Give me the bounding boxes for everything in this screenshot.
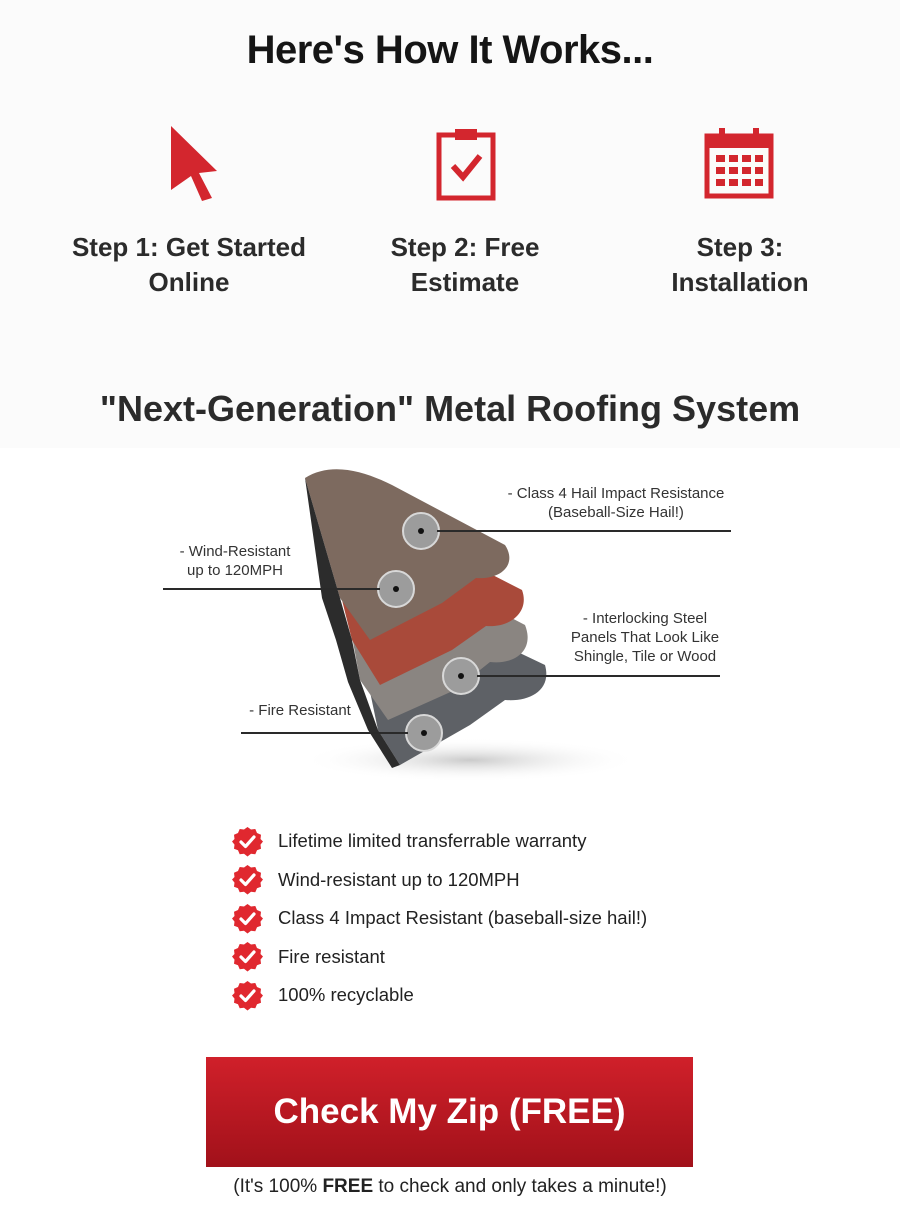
benefit-text: 100% recyclable <box>278 984 414 1006</box>
how-it-works-title: Here's How It Works... <box>246 28 654 72</box>
benefit-text: Class 4 Impact Resistant (baseball-size … <box>278 907 648 929</box>
callout-fire-resistant: - Fire Resistant <box>249 702 351 719</box>
list-item: 100% recyclable <box>232 976 647 1015</box>
check-circle-icon <box>232 980 263 1011</box>
callout-interlocking-panels: - Interlocking Steel Panels That Look Li… <box>570 610 720 665</box>
check-circle-icon <box>232 942 263 972</box>
roofing-layers-illustration <box>163 469 731 782</box>
step-1-label: Step 1: Get Started Online <box>71 232 307 297</box>
cta-note: (It's 100% FREE to check and only takes … <box>233 1176 667 1197</box>
list-item: Wind-resistant up to 120MPH <box>232 861 647 900</box>
roofing-system-title: "Next-Generation" Metal Roofing System <box>99 388 801 429</box>
callout-hail-resistance: - Class 4 Hail Impact Resistance (Baseba… <box>507 485 725 521</box>
calendar-icon <box>704 128 774 199</box>
list-item: Lifetime limited transferrable warranty <box>232 822 647 861</box>
check-circle-icon <box>232 865 263 895</box>
cursor-arrow-icon <box>171 126 217 201</box>
callout-wind-resistant: - Wind-Resistant up to 120MPH <box>179 543 291 579</box>
how-it-works-section <box>0 0 900 448</box>
step-2-label: Step 2: Free Estimate <box>390 232 540 297</box>
list-item: Fire resistant <box>232 938 647 977</box>
list-item: Class 4 Impact Resistant (baseball-size … <box>232 899 647 938</box>
benefit-text: Lifetime limited transferrable warranty <box>278 830 587 852</box>
benefit-text: Fire resistant <box>278 945 385 967</box>
benefits-list: Lifetime limited transferrable warranty … <box>232 822 647 1015</box>
benefit-text: Wind-resistant up to 120MPH <box>278 868 520 890</box>
check-circle-icon <box>232 826 263 857</box>
step-3-label: Step 3: Installation <box>671 232 809 297</box>
check-my-zip-button[interactable]: Check My Zip (FREE) <box>206 1057 693 1167</box>
clipboard-check-icon <box>436 129 496 201</box>
check-circle-icon <box>232 903 263 934</box>
